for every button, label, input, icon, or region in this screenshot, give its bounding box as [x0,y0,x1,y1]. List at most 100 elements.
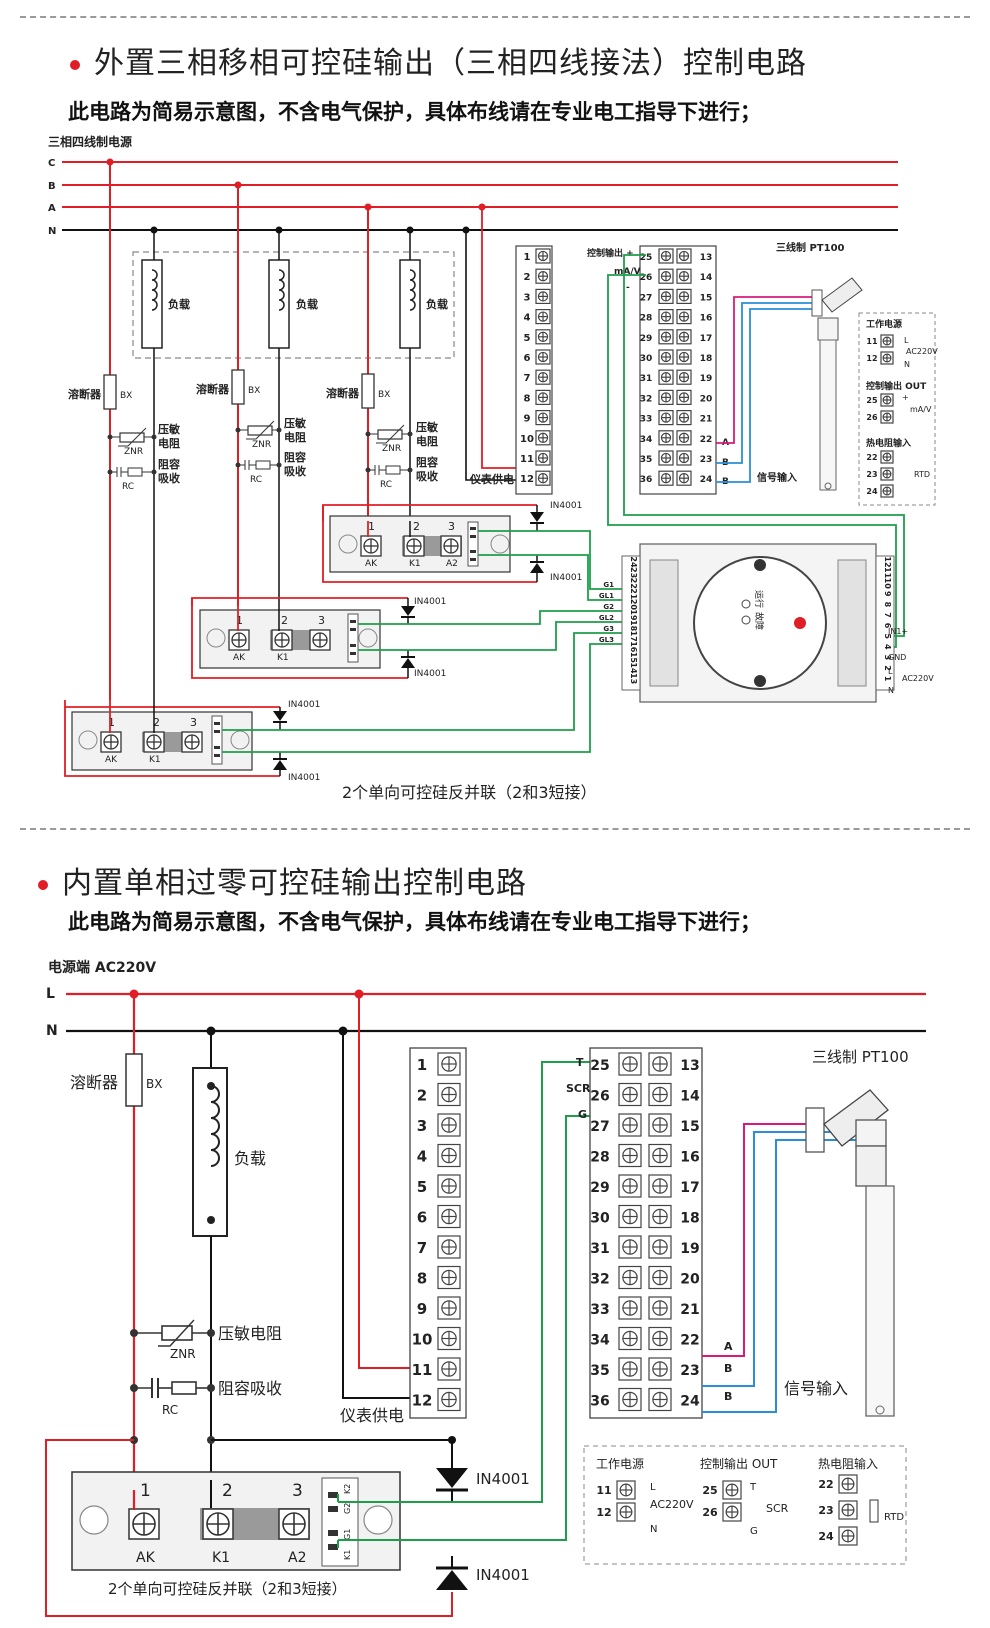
terminal-number: 30 [640,354,653,364]
terminal-screw-icon [648,1326,672,1351]
diode-label: IN4001 [288,773,320,783]
terminal-number: 9 [524,414,531,425]
terminal-screw-icon [618,1204,642,1229]
terminal-number: 10 [520,434,534,445]
legend-power-label: 工作电源 [866,318,902,330]
varistor-label-1: 压敏 [416,420,439,434]
terminal-number: 23 [680,1363,699,1379]
terminal-number: 25 [590,1058,609,1074]
terminal-number: 1 [524,252,531,263]
legend2-n: N [650,1524,657,1535]
terminal-number: 24 [818,1530,834,1543]
terminal-screw-icon [648,1082,672,1107]
legend2-t: T [749,1482,757,1493]
rc-text-1: 阻容 [158,457,180,471]
module-pin-number: 22 [629,578,638,589]
terminal-number: 26 [702,1506,718,1519]
terminal-number: 2 [417,1087,427,1105]
module-gate-label: G1 [603,581,614,589]
module-pin-number: 9 [883,591,892,597]
scr-c-t3: 3 [190,716,197,729]
module-pin-number: 21 [629,588,638,600]
terminal-screw-icon [535,349,551,365]
terminal-number: 31 [640,374,653,384]
varistor-label-2: 电阻 [284,430,306,444]
power-source-label: 三相四线制电源 [48,134,132,149]
scr2-k1-side: K1 [343,1550,352,1560]
terminal-screw-icon [437,1204,461,1229]
module-pin-number: 11 [883,567,892,579]
out-label-scr: SCR [566,1082,591,1095]
module-pin-number: 7 [883,612,892,618]
scr-b-t3: 3 [318,614,325,627]
diode-label: IN4001 [550,573,582,583]
terminal-number: 27 [640,293,653,303]
terminal-screw-icon [880,450,894,464]
scr-a-t1: 1 [368,520,375,533]
phase-label-n: N [48,226,56,237]
legend-plus: + [902,393,909,402]
scr-c-t1: 1 [108,716,115,729]
section1-title: 外置三相移相可控硅输出（三相四线接法）控制电路 [70,38,807,82]
bullet-dot-icon [70,59,80,70]
legend-ctrl-label: 控制输出 OUT [866,380,927,392]
terminal-screw-icon [676,369,692,385]
terminal-number: 19 [680,1241,699,1257]
module-pin-number: 3 [883,655,892,661]
terminal-screw-icon [648,1387,672,1412]
rc-label: RC [122,482,134,492]
legend2-g: G [750,1526,758,1537]
terminal-number: 11 [866,337,878,346]
terminal-number: 29 [640,334,653,344]
terminal-screw-icon [658,389,674,405]
terminal-number: 25 [866,396,878,405]
terminal-screw-icon [618,1326,642,1351]
run-label: 运行 [753,590,765,608]
terminal-number: 17 [700,334,713,344]
terminal-screw-icon [676,450,692,466]
scr-b-t2: 2 [281,614,288,627]
legend2-scr: SCR [766,1502,789,1515]
load-b-icon [268,259,290,349]
terminal-screw-icon [648,1204,672,1229]
terminal-screw-icon [618,1296,642,1320]
terminal-screw-icon [880,393,894,407]
terminal-screw-icon [535,369,551,385]
terminal-screw-icon [658,248,674,264]
out-label-t: T [576,1056,584,1069]
terminal-number: 15 [680,1119,699,1135]
terminal-screw-icon [648,1143,672,1168]
module-pin-number: 19 [629,609,638,621]
module-gate-label: G3 [603,625,614,633]
terminal-screw-icon [648,1235,672,1259]
znr-label: ZNR [252,440,271,450]
terminal-number: 13 [700,253,713,263]
terminal-number: 12 [520,474,534,485]
varistor-icon [377,429,403,440]
terminal-number: 18 [680,1211,699,1227]
terminal-screw-icon [676,410,692,426]
varistor-label-2: 电阻 [416,434,438,448]
terminal-number: 18 [700,354,713,364]
scr2-g1: G1 [343,1529,352,1540]
rc-label: RC [380,480,392,490]
module-pin-number: 6 [883,623,892,629]
bx-label: BX [248,386,260,396]
terminal-screw-icon [676,389,692,405]
scr2-k1: K1 [212,1550,230,1566]
terminal-screw-icon [618,1235,642,1259]
top-separator [20,16,970,18]
varistor-icon [119,432,145,443]
rc-icon [385,465,401,475]
terminal-number: 3 [524,292,531,303]
wire-b2-label-2: B [724,1390,732,1403]
terminal-number: 27 [590,1119,609,1135]
terminal-screw-icon [676,248,692,264]
scr-c-ak: AK [105,755,118,765]
pt100-label: 三线制 PT100 [776,241,845,254]
terminal-number: 34 [590,1333,610,1349]
fuse-icon [231,369,245,405]
terminal-screw-icon [676,430,692,446]
terminal-screw-icon [676,349,692,365]
module-gate-label: GL2 [599,614,614,622]
